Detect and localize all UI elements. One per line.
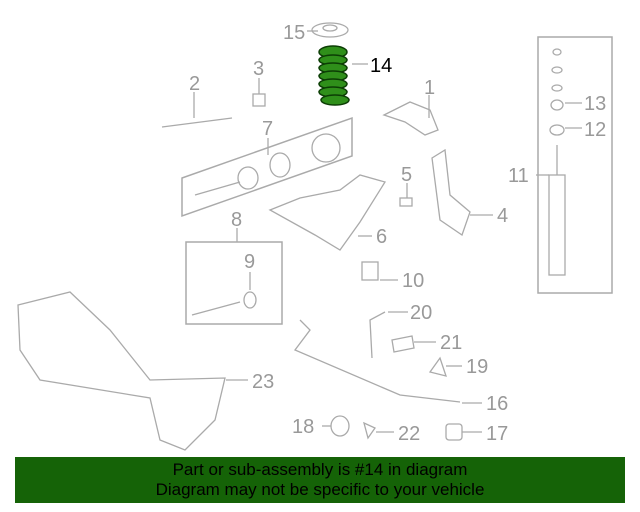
part-8-box bbox=[185, 241, 283, 325]
callout-5[interactable]: 5 bbox=[401, 164, 412, 186]
callout-15[interactable]: 15 bbox=[283, 22, 305, 44]
callout-9[interactable]: 9 bbox=[244, 251, 255, 273]
banner-disclaimer: Diagram may not be specific to your vehi… bbox=[155, 480, 485, 499]
part-8-bolt[interactable] bbox=[191, 301, 241, 316]
part-20-link[interactable] bbox=[369, 311, 386, 359]
part-16-stabilizer-bar[interactable] bbox=[293, 319, 461, 403]
callout-13[interactable]: 13 bbox=[584, 93, 606, 115]
part-11-shock-absorber[interactable] bbox=[548, 48, 566, 276]
part-5-bolt[interactable] bbox=[399, 197, 413, 207]
callout-16[interactable]: 16 bbox=[486, 393, 508, 415]
part-4-knuckle[interactable] bbox=[431, 148, 471, 237]
callout-6[interactable]: 6 bbox=[376, 226, 387, 248]
part-15-spring-seat[interactable] bbox=[311, 22, 349, 38]
info-banner: Part or sub-assembly is #14 in diagram D… bbox=[15, 457, 625, 503]
callout-18[interactable]: 18 bbox=[292, 416, 314, 438]
callout-12[interactable]: 12 bbox=[584, 119, 606, 141]
callout-20[interactable]: 20 bbox=[410, 302, 432, 324]
part-22-clamp[interactable] bbox=[363, 421, 376, 440]
callout-leaders bbox=[193, 30, 582, 433]
part-21-bracket[interactable] bbox=[391, 335, 415, 353]
part-3-nut[interactable] bbox=[252, 93, 266, 107]
callout-2[interactable]: 2 bbox=[189, 73, 200, 95]
part-2-bolt[interactable] bbox=[161, 117, 233, 128]
banner-part-note: Part or sub-assembly is #14 in diagram bbox=[172, 460, 468, 479]
part-10-ball-joint[interactable] bbox=[361, 261, 379, 281]
callout-11[interactable]: 11 bbox=[508, 165, 529, 187]
part-14-coil-spring[interactable] bbox=[318, 45, 350, 106]
callout-4[interactable]: 4 bbox=[497, 205, 508, 227]
callout-19[interactable]: 19 bbox=[466, 356, 488, 378]
part-1-bracket[interactable] bbox=[382, 101, 439, 136]
part-9-washer[interactable] bbox=[243, 291, 257, 309]
callout-10[interactable]: 10 bbox=[402, 270, 424, 292]
callout-1[interactable]: 1 bbox=[424, 77, 435, 99]
part-11-box bbox=[537, 36, 613, 294]
part-7-box bbox=[181, 116, 353, 218]
part-18-bushing[interactable] bbox=[330, 415, 350, 437]
callout-23[interactable]: 23 bbox=[252, 371, 274, 393]
part-7-cv-joint[interactable] bbox=[194, 133, 341, 196]
callout-3[interactable]: 3 bbox=[253, 58, 264, 80]
part-6-lower-control-arm[interactable] bbox=[268, 174, 387, 251]
part-19-bushing[interactable] bbox=[428, 356, 447, 377]
callout-22[interactable]: 22 bbox=[398, 423, 420, 445]
part-23-crossmember[interactable] bbox=[17, 291, 226, 451]
callout-21[interactable]: 21 bbox=[440, 332, 462, 354]
callout-8[interactable]: 8 bbox=[231, 209, 242, 231]
callout-17[interactable]: 17 bbox=[486, 423, 508, 445]
callout-14[interactable]: 14 bbox=[370, 55, 392, 77]
part-17-bushing[interactable] bbox=[445, 423, 463, 441]
callout-7[interactable]: 7 bbox=[262, 118, 273, 140]
